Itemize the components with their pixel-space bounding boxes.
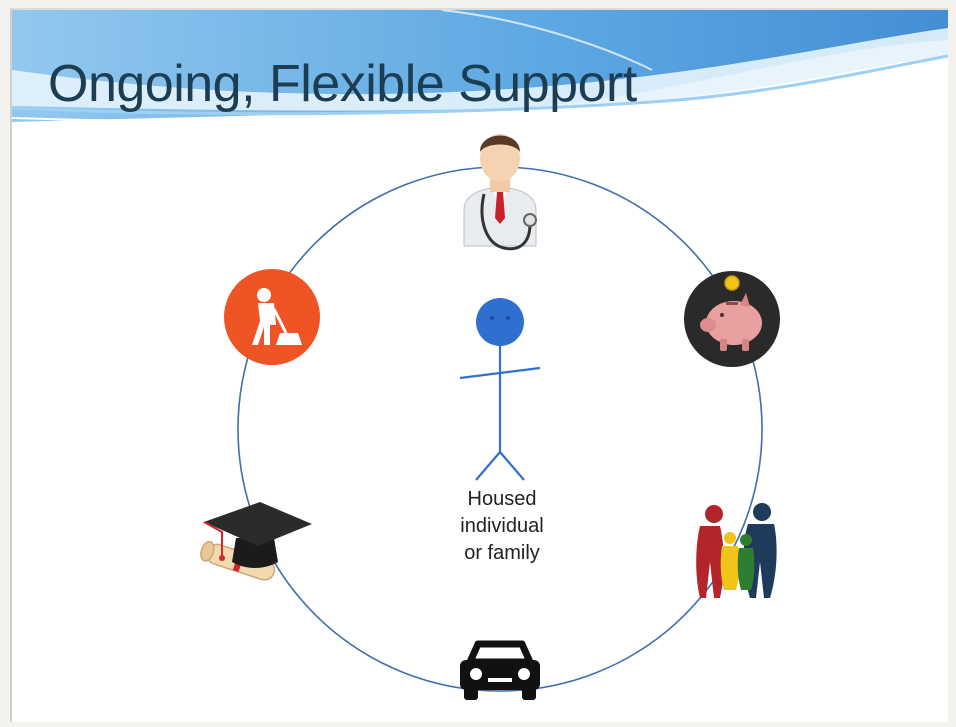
graduation-icon: [200, 502, 312, 581]
center-label-line1: Housed: [467, 488, 537, 510]
title-banner: [12, 10, 948, 123]
family-icon: [696, 503, 777, 598]
worker-icon: [224, 269, 320, 365]
support-cycle-diagram: [200, 134, 780, 700]
center-label-line3: or family: [464, 542, 540, 564]
doctor-icon: [460, 134, 540, 251]
stick-figure: [459, 298, 541, 481]
piggy-bank-icon: [684, 271, 780, 367]
center-label: Housed individual or family: [442, 486, 562, 567]
slide: Ongoing, Flexible Support: [10, 8, 948, 722]
slide-title: Ongoing, Flexible Support: [48, 55, 637, 113]
center-label-line2: individual: [460, 515, 544, 537]
car-icon: [460, 640, 540, 700]
